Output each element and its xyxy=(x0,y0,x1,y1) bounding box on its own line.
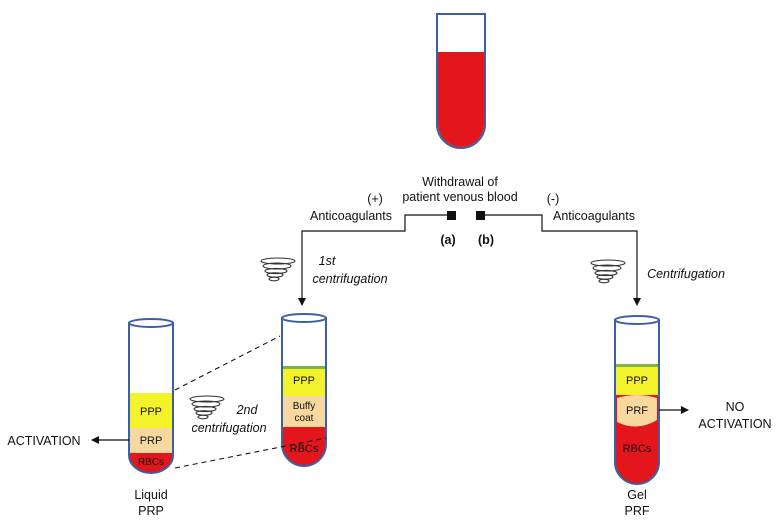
tube-right-layer-ppp: PPP xyxy=(626,375,648,387)
branch-b-arrow xyxy=(485,214,641,306)
product-b-line1: Gel xyxy=(627,488,646,502)
transfer-dashed-upper xyxy=(174,335,281,391)
product-a-line2: PRP xyxy=(138,504,164,518)
tube-liquid-prp xyxy=(128,318,174,474)
no-activation-line1: NO xyxy=(726,400,745,414)
tube-left-layer-rbcs: RBCs xyxy=(138,457,164,468)
tube-right-layer-prf: PRF xyxy=(626,405,648,417)
branch-b-label: Anticoagulants xyxy=(553,209,635,223)
branch-a-arrow xyxy=(298,214,447,306)
product-a-line1: Liquid xyxy=(134,488,167,502)
branch-a-label: Anticoagulants xyxy=(310,209,392,223)
branch-b-sign: (-) xyxy=(547,192,560,206)
tube-left-layer-ppp: PPP xyxy=(140,406,162,418)
activation-label: ACTIVATION xyxy=(7,434,80,448)
branch-a-step1-line2: centrifugation xyxy=(312,272,387,286)
branch-a-step2-line2: centrifugation xyxy=(191,421,266,435)
tube-mid-layer-buffy-1: Buffy xyxy=(293,401,316,412)
tube-mid-layer-buffy-2: coat xyxy=(295,413,314,424)
branch-a-sign: (+) xyxy=(367,192,383,206)
branch-a-marker: (a) xyxy=(440,233,455,247)
source-blood-tube xyxy=(436,13,486,149)
tube-left-layer-prp: PRP xyxy=(140,435,163,447)
withdrawal-text-line2: patient venous blood xyxy=(402,190,517,204)
centrifuge-icon-2nd xyxy=(189,395,225,420)
branch-a-step2-line1: 2nd xyxy=(236,403,259,417)
tube-right-layer-rbcs: RBCs xyxy=(623,443,652,455)
branch-a-node xyxy=(447,211,456,220)
branch-b-step: Centrifugation xyxy=(647,267,725,281)
tube-mid-layer-rbcs: RBCs xyxy=(290,443,319,455)
product-b-line2: PRF xyxy=(625,504,650,518)
tube-mid-layer-ppp: PPP xyxy=(293,375,315,387)
withdrawal-text-line1: Withdrawal of xyxy=(422,175,498,189)
centrifuge-icon-a xyxy=(260,257,296,282)
branch-b-node xyxy=(476,211,485,220)
tube-after-first-centrifugation xyxy=(281,313,327,467)
branch-b-marker: (b) xyxy=(478,233,494,247)
no-activation-line2: ACTIVATION xyxy=(698,417,771,431)
branch-a-step1-line1: 1st xyxy=(319,254,336,268)
transfer-dashed-lower xyxy=(174,437,327,469)
tube-gel-prf xyxy=(614,315,660,485)
centrifuge-icon-b xyxy=(590,259,626,284)
